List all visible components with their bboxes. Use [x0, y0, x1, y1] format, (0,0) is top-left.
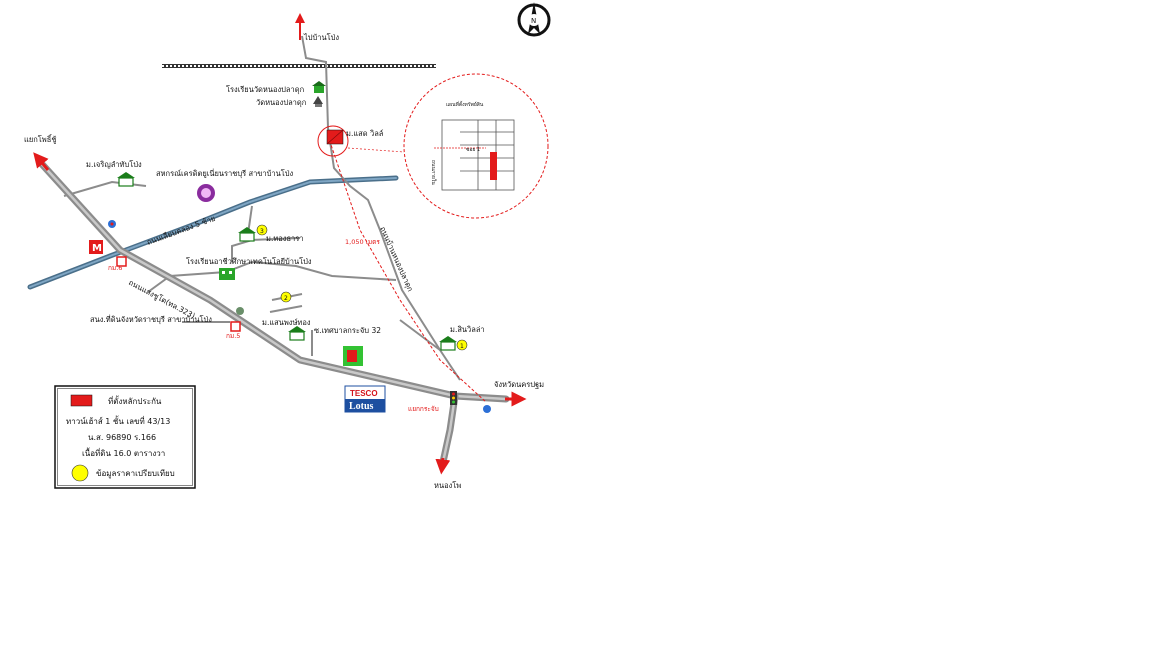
- school-2-icon: [219, 268, 235, 280]
- compass-north-label: N: [531, 17, 536, 25]
- north-direction-label: ไปบ้านโป่ง: [303, 33, 339, 42]
- village-thong-icon: [238, 227, 256, 242]
- temple-label: วัดหนองปลาดุก: [256, 98, 306, 107]
- legend-box: [54, 385, 196, 489]
- makro-store-icon: M: [89, 240, 103, 254]
- km-post-icon: [116, 256, 127, 267]
- land-office-label: สนง.ที่ดินจังหวัดราชบุรี สาขาบ้านโป่ง: [90, 314, 212, 324]
- coop-label: สหกรณ์เครดิตยูเนี่ยนราชบุรี สาขาบ้านโป่ง: [156, 168, 294, 178]
- highway-323: [36, 158, 510, 466]
- village-sin-icon: [439, 336, 457, 351]
- coop-logo-icon: [197, 184, 215, 202]
- traffic-light-icon: [450, 391, 457, 405]
- side-road-label: ถนนบ้านหนองปลาดุก: [378, 225, 415, 293]
- km-post-2-icon: [230, 321, 241, 332]
- legend-line-2: ทาวน์เฮ้าส์ 1 ชั้น เลขที่ 43/13: [66, 415, 170, 426]
- market-store-icon: [343, 346, 363, 366]
- tesco-text: TESCO: [350, 389, 378, 398]
- compass-icon: [517, 2, 551, 37]
- village-saen-label: ม.แสนพงษ์ทอง: [262, 318, 311, 327]
- inset-soi-label: ซอย 1: [466, 147, 480, 153]
- legend-compare-label: ข้อมูลราคาเปรียบเทียบ: [96, 469, 175, 479]
- subject-property-marker: [317, 125, 349, 157]
- gas-station-2-icon: [483, 405, 491, 413]
- village-site-label: ม.แสด วิลล์: [346, 129, 383, 138]
- km-6-label: กม.6: [108, 264, 122, 272]
- land-office-icon: [236, 307, 244, 315]
- distance-label: 1,050 เมตร: [345, 238, 380, 246]
- east-direction-label: จังหวัดนครปฐม: [494, 380, 544, 389]
- intersection-label: แยกกระจับ: [408, 405, 439, 413]
- lotus-text: Lotus: [349, 401, 374, 412]
- compare-point-1: [456, 339, 468, 351]
- school-2-label: โรงเรียนอาชีวศึกษาเทคโนโลยีบ้านโป่ง: [186, 257, 312, 266]
- svg-text:M: M: [92, 243, 102, 254]
- legend-line-3: น.ส. 96890 ร.166: [88, 433, 156, 442]
- village-sin-label: ม.สินวิลล่า: [450, 325, 485, 334]
- direction-arrows: [33, 13, 527, 475]
- school-label: โรงเรียนวัดหนองปลาดุก: [226, 85, 304, 94]
- village-thong-label: ม.ทองธารา: [266, 234, 303, 243]
- legend-line-4: เนื้อที่ดิน 16.0 ตารางวา: [82, 447, 165, 458]
- south-direction-label: หนองโพ: [434, 481, 461, 490]
- inset-map: [403, 73, 549, 219]
- village-house-icon: [117, 172, 135, 187]
- inset-title: แผนที่ตั้งทรัพย์สิน: [446, 99, 484, 108]
- compare-point-3: [256, 224, 268, 236]
- west-direction-label: แยกโพธิ์ชู้: [24, 134, 56, 144]
- inset-road-label: ถนนภายใน: [430, 160, 437, 185]
- temple-icon: [313, 96, 323, 107]
- distance-route: [327, 135, 487, 403]
- soi-32-label: ซ.เทศบาลกระจับ 32: [314, 326, 381, 335]
- canal-road-label: ถนนเลียบคลอง 5 ซ้าย: [146, 214, 217, 247]
- km-5-label: กม.5: [226, 332, 240, 340]
- village-charoen-label: ม.เจริญลำทับโป่ง: [86, 160, 142, 169]
- legend-subject-label: ที่ตั้งหลักประกัน: [108, 395, 162, 406]
- compare-point-2: [280, 291, 292, 303]
- tesco-lotus-logo: [344, 385, 386, 413]
- village-saen-icon: [288, 326, 306, 341]
- compare-point-1-label: 1: [460, 343, 464, 350]
- compare-point-3-label: 3: [260, 228, 264, 235]
- school-icon: [312, 81, 326, 93]
- compare-point-2-label: 2: [284, 295, 288, 302]
- gas-station-icon: [108, 220, 116, 228]
